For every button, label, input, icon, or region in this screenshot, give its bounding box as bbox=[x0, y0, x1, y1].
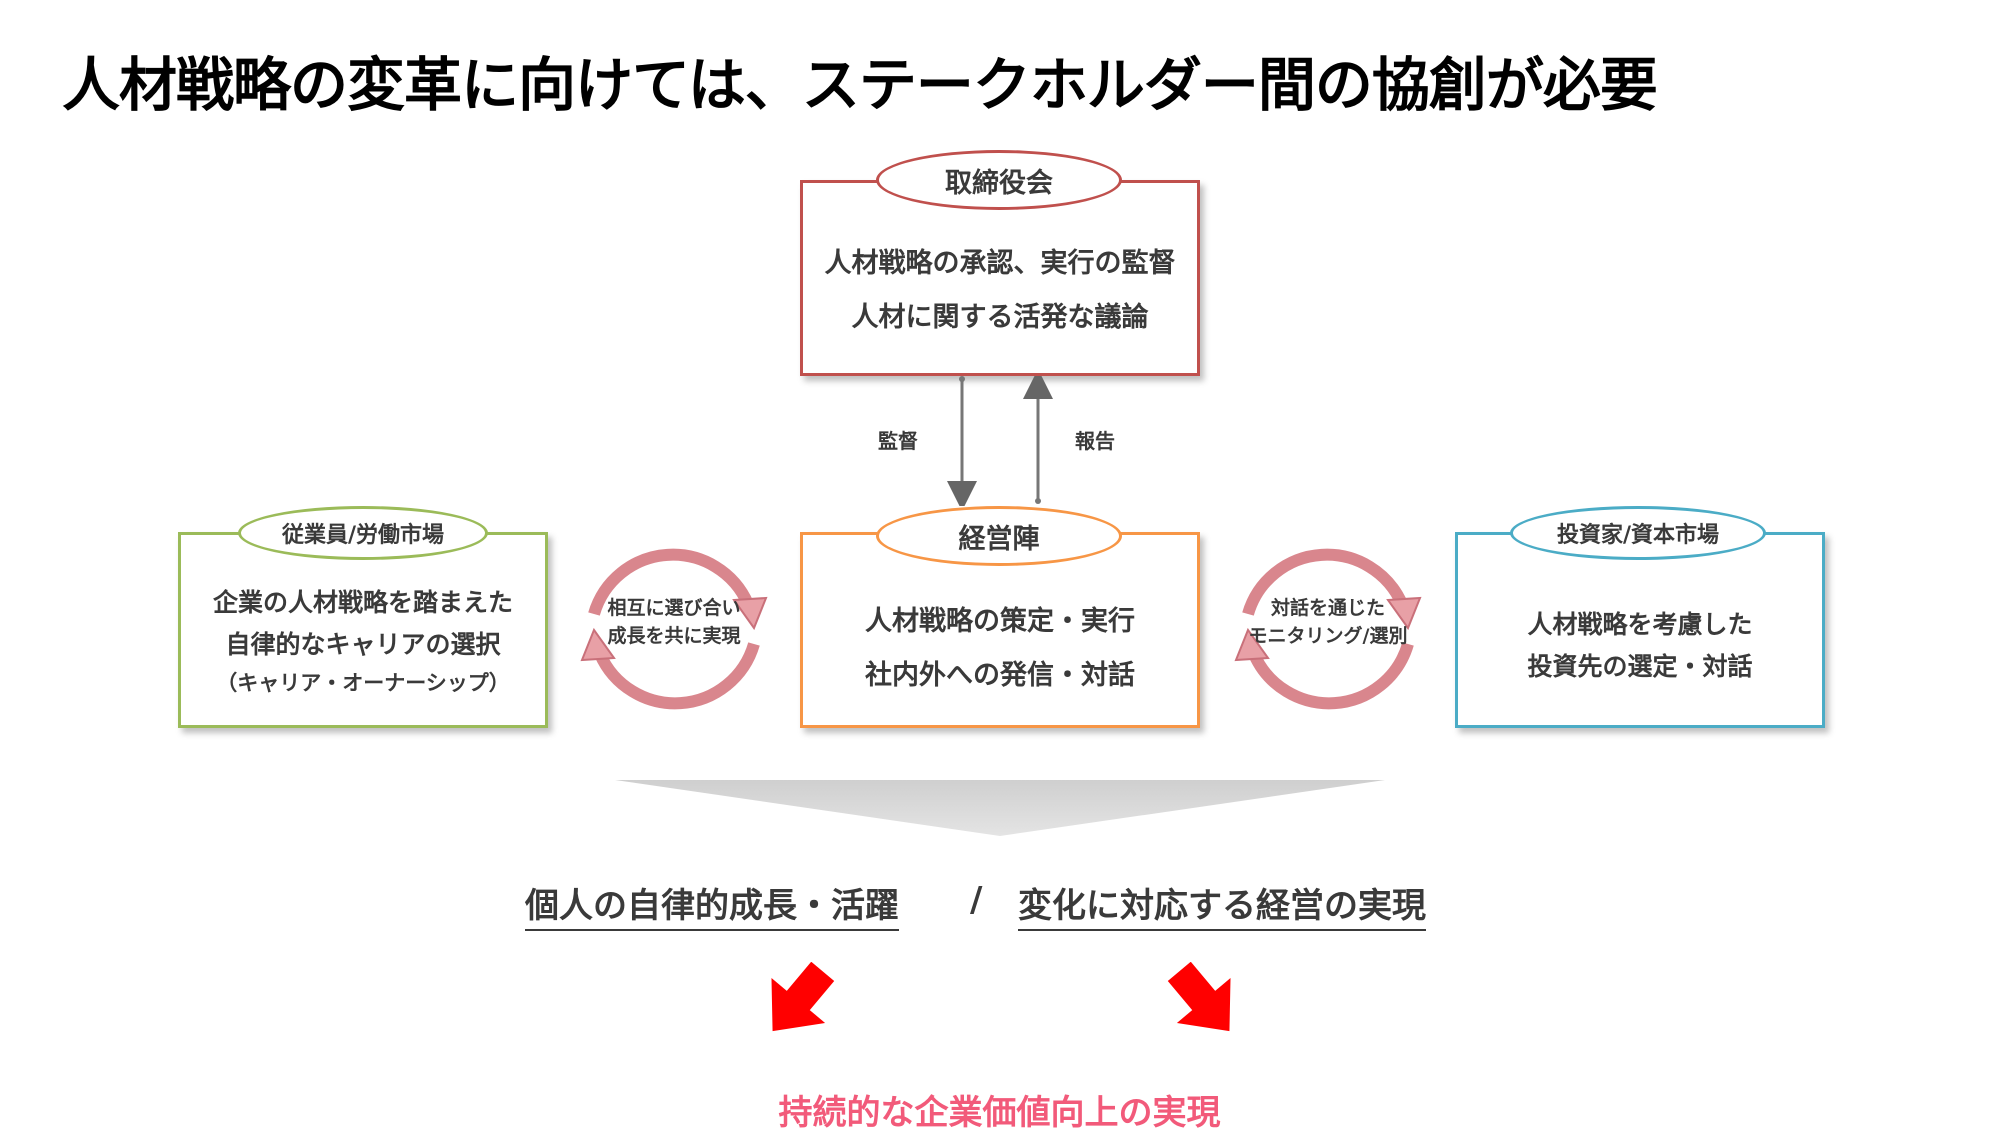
report-label: 報告 bbox=[1075, 429, 1115, 453]
board-line-1: 人材戦略の承認、実行の監督 bbox=[824, 248, 1176, 279]
left-cycle-arrows bbox=[580, 548, 768, 710]
outcome-management: 変化に対応する経営の実現 bbox=[1018, 878, 1426, 931]
management-label: 経営陣 bbox=[876, 506, 1122, 566]
supervision-report-arrows bbox=[947, 376, 1053, 506]
supervision-label: 監督 bbox=[878, 429, 918, 453]
right-cycle-line-2: モニタリング/選別 bbox=[1248, 625, 1408, 647]
employees-line-1: 企業の人材戦略を踏まえた bbox=[212, 588, 513, 617]
management-line-2: 社内外への発信・対話 bbox=[865, 660, 1135, 691]
investors-line-2: 投資先の選定・対話 bbox=[1527, 652, 1753, 681]
left-cycle-line-2: 成長を共に実現 bbox=[607, 625, 741, 647]
red-arrow-left bbox=[771, 962, 835, 1032]
management-line-1: 人材戦略の策定・実行 bbox=[865, 606, 1135, 637]
right-cycle-line-1: 対話を通じた bbox=[1270, 597, 1385, 619]
final-goal: 持続的な企業価値向上の実現 bbox=[778, 1093, 1221, 1133]
page-title: 人材戦略の変革に向けては、ステークホルダー間の協創が必要 bbox=[62, 51, 1658, 119]
employees-box: 企業の人材戦略を踏まえた 自律的なキャリアの選択 （キャリア・オーナーシップ） bbox=[178, 532, 548, 728]
investors-label: 投資家/資本市場 bbox=[1510, 506, 1766, 560]
investors-box: 人材戦略を考慮した 投資先の選定・対話 bbox=[1455, 532, 1825, 728]
outcome-separator: / bbox=[970, 880, 983, 920]
employees-label: 従業員/労働市場 bbox=[238, 506, 488, 560]
left-cycle-text: 相互に選び合い 成長を共に実現 bbox=[590, 594, 758, 650]
right-cycle-arrows bbox=[1234, 548, 1422, 710]
red-arrow-right bbox=[1167, 962, 1231, 1032]
convergence-arrow bbox=[615, 780, 1385, 836]
board-line-2: 人材に関する活発な議論 bbox=[851, 302, 1149, 333]
outcome-individual: 個人の自律的成長・活躍 bbox=[525, 878, 899, 931]
board-label: 取締役会 bbox=[876, 150, 1122, 210]
board-box: 人材戦略の承認、実行の監督 人材に関する活発な議論 bbox=[800, 180, 1200, 376]
employees-line-2: 自律的なキャリアの選択 bbox=[225, 630, 501, 659]
investors-line-1: 人材戦略を考慮した bbox=[1527, 610, 1753, 639]
left-cycle-line-1: 相互に選び合い bbox=[607, 597, 741, 619]
employees-line-3: （キャリア・オーナーシップ） bbox=[216, 671, 510, 695]
right-cycle-text: 対話を通じた モニタリング/選別 bbox=[1236, 594, 1420, 650]
